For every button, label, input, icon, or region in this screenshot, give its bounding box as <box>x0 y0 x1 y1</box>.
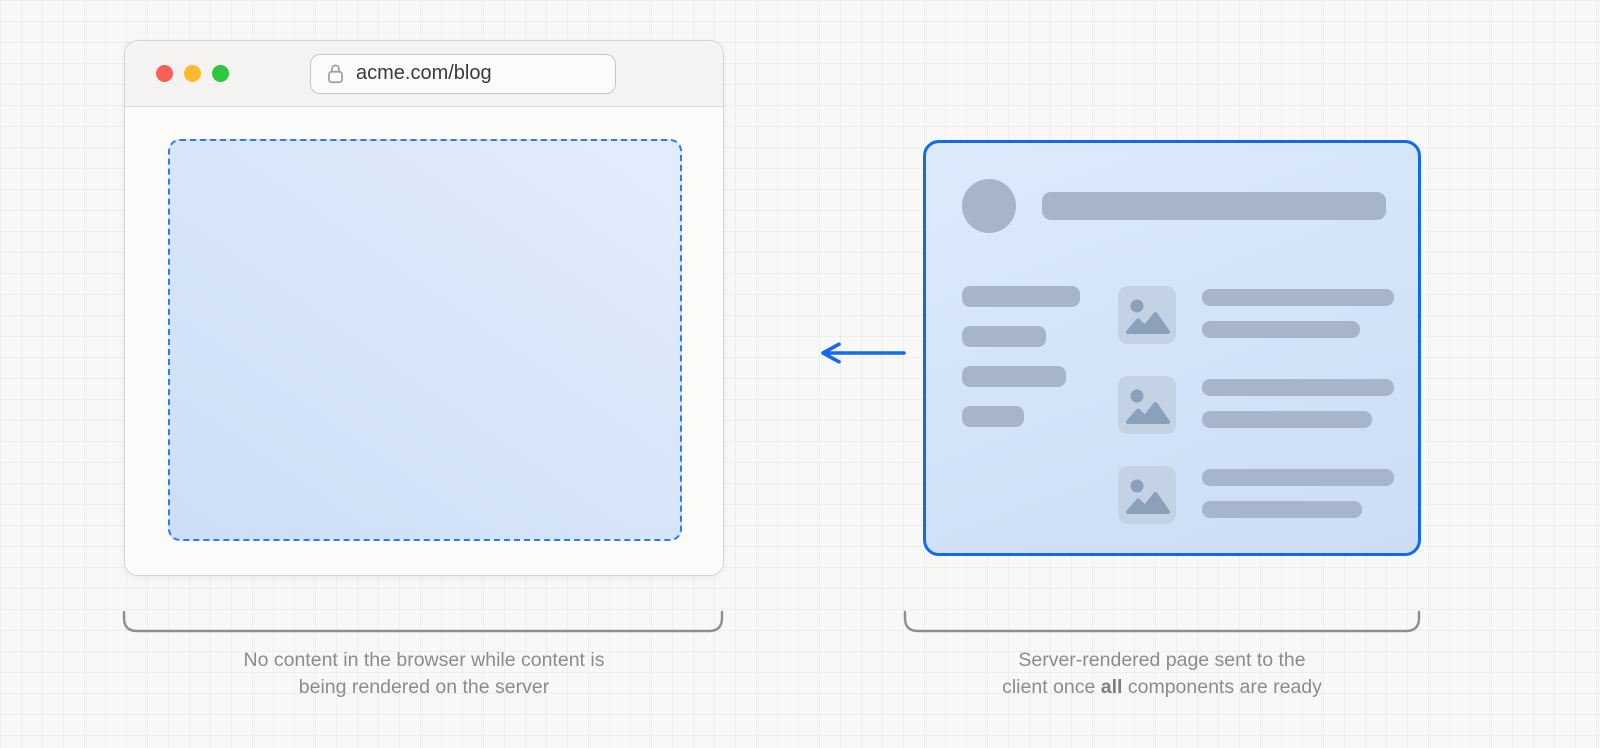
skeleton-text-bar <box>1202 411 1372 428</box>
right-caption-line1: Server-rendered page sent to the <box>1018 649 1306 671</box>
skeleton-text-bar <box>1202 469 1394 486</box>
right-caption-line2-pre: client once <box>1002 676 1101 698</box>
list-skeleton <box>1118 286 1394 524</box>
right-caption-line2-post: components are ready <box>1122 676 1322 698</box>
avatar-skeleton <box>962 179 1016 233</box>
image-placeholder-icon <box>1126 389 1170 424</box>
browser-toolbar: acme.com/blog <box>125 41 723 107</box>
image-placeholder-icon <box>1126 299 1170 334</box>
skeleton-text-bar <box>1202 321 1360 338</box>
list-item-skeleton <box>1118 466 1394 524</box>
image-placeholder <box>1118 376 1176 434</box>
skeleton-text-bar <box>1202 289 1394 306</box>
right-caption: Server-rendered page sent to the client … <box>903 647 1421 701</box>
left-caption-line1: No content in the browser while content … <box>243 649 605 671</box>
right-bracket <box>903 610 1421 633</box>
image-placeholder-icon <box>1126 479 1170 514</box>
left-bracket <box>122 610 724 633</box>
arrow-left-icon <box>821 342 906 364</box>
browser-window: acme.com/blog <box>124 40 724 576</box>
sidebar-skeleton <box>962 286 1080 524</box>
skeleton-sidebar-bar <box>962 286 1080 307</box>
window-controls <box>156 65 229 82</box>
url-text: acme.com/blog <box>356 62 492 84</box>
title-bar-skeleton <box>1042 192 1386 220</box>
close-circle-icon <box>156 65 173 82</box>
server-rendered-page-card <box>923 140 1421 556</box>
skeleton-text-bar <box>1202 379 1394 396</box>
lock-icon <box>328 64 343 84</box>
skeleton-sidebar-bar <box>962 366 1066 387</box>
list-item-skeleton <box>1118 286 1394 344</box>
browser-viewport <box>125 107 723 575</box>
minimize-circle-icon <box>184 65 201 82</box>
list-item-skeleton <box>1118 376 1394 434</box>
left-caption-line2: being rendered on the server <box>298 676 550 698</box>
page-body-skeleton <box>962 286 1394 524</box>
left-caption: No content in the browser while content … <box>124 647 724 701</box>
image-placeholder <box>1118 286 1176 344</box>
image-placeholder <box>1118 466 1176 524</box>
skeleton-sidebar-bar <box>962 326 1046 347</box>
pending-content-placeholder <box>168 139 682 541</box>
address-bar: acme.com/blog <box>310 53 616 94</box>
skeleton-text-bar <box>1202 501 1362 518</box>
skeleton-sidebar-bar <box>962 406 1024 427</box>
right-caption-bold: all <box>1100 676 1123 698</box>
page-header-skeleton <box>962 179 1386 233</box>
zoom-circle-icon <box>212 65 229 82</box>
